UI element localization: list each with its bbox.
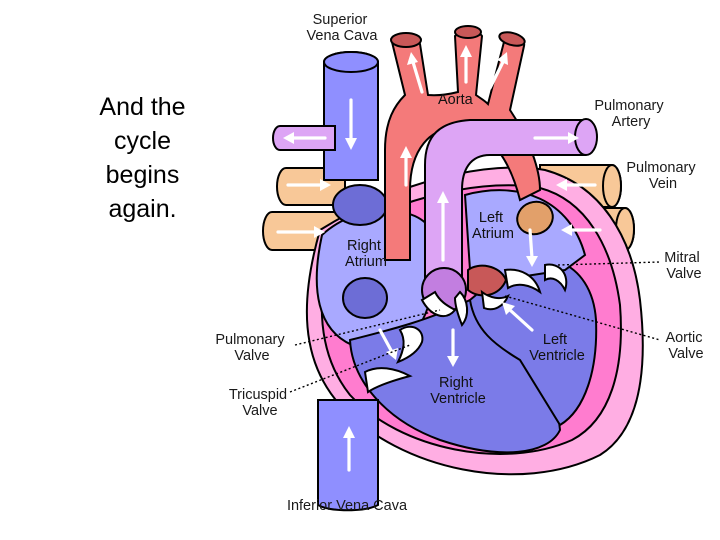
flow-arrows bbox=[276, 45, 602, 472]
slide-text-line-3: begins bbox=[105, 161, 180, 189]
label-aortic-valve: Aortic Valve bbox=[665, 330, 706, 362]
label-superior-vena-cava: Superior Vena Cava bbox=[307, 12, 379, 44]
label-left-atrium: Left Atrium bbox=[472, 210, 514, 242]
aortic-valve bbox=[467, 264, 510, 311]
label-pulmonary-valve: Pulmonary Valve bbox=[215, 332, 288, 364]
slide-text-line-2: cycle bbox=[114, 127, 171, 155]
slide-text: And the cycle begins again. bbox=[60, 90, 225, 226]
label-left-ventricle: Left Ventricle bbox=[529, 332, 585, 364]
slide-text-line-4: again. bbox=[108, 195, 177, 223]
label-pulmonary-artery: Pulmonary Artery bbox=[594, 98, 667, 130]
leader-lines bbox=[289, 261, 661, 393]
tricuspid-valve bbox=[363, 325, 424, 394]
pulmonary-vein-opening bbox=[516, 200, 554, 236]
label-right-ventricle: Right Ventricle bbox=[430, 375, 486, 407]
mitral-valve bbox=[503, 263, 568, 295]
label-right-atrium: Right Atrium bbox=[345, 238, 387, 270]
pulmonary-valve bbox=[420, 267, 468, 327]
label-mitral-valve: Mitral Valve bbox=[664, 250, 703, 282]
label-pulmonary-vein: Pulmonary Vein bbox=[626, 160, 699, 192]
slide-text-line-1: And the bbox=[99, 93, 186, 121]
left-atrium bbox=[463, 189, 587, 282]
aorta bbox=[384, 25, 542, 261]
label-tricuspid-valve: Tricuspid Valve bbox=[229, 387, 291, 419]
label-inferior-vena-cava: Inferior Vena Cava bbox=[287, 498, 408, 514]
label-aorta: Aorta bbox=[438, 92, 474, 108]
labels: Superior Vena Cava Aorta Pulmonary Arter… bbox=[215, 12, 706, 514]
